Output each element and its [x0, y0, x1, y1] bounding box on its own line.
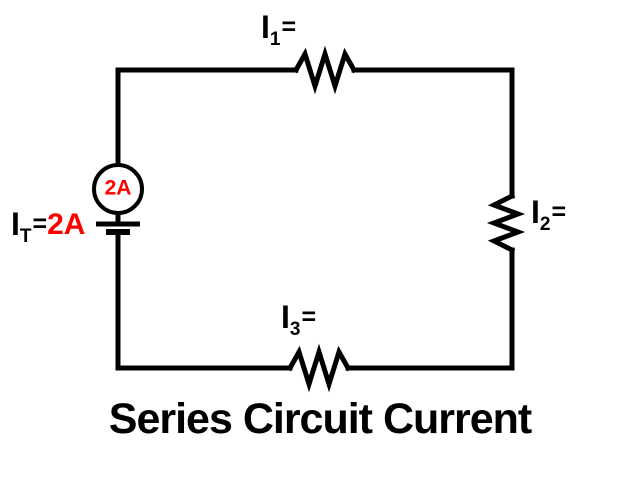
- label-i3-subscript: 3: [289, 319, 302, 340]
- label-it-subscript: T: [19, 226, 33, 247]
- label-i2-subscript: 2: [539, 214, 552, 235]
- circuit-wire-loop: [115, 67, 515, 371]
- page-title: Series Circuit Current: [108, 395, 532, 443]
- source-reading: 2A: [104, 176, 132, 200]
- label-i1: I1=: [261, 11, 296, 49]
- label-it-value: 2A: [47, 208, 86, 241]
- label-i3: I3=: [281, 301, 316, 339]
- label-i2: I2=: [531, 196, 566, 234]
- label-it-symbol: I: [11, 206, 20, 242]
- resistor-r2-icon: [486, 192, 526, 254]
- label-i1-equals: =: [281, 13, 297, 41]
- label-i1-subscript: 1: [269, 29, 282, 50]
- label-i2-equals: =: [551, 198, 567, 226]
- label-i3-symbol: I: [281, 299, 290, 335]
- label-it: IT=2A: [11, 208, 85, 246]
- resistor-r1-icon: [292, 45, 358, 95]
- current-source-icon: [92, 163, 144, 215]
- label-i3-equals: =: [301, 303, 317, 331]
- label-i2-symbol: I: [531, 194, 540, 230]
- label-i1-symbol: I: [261, 9, 270, 45]
- resistor-r3-icon: [286, 343, 352, 393]
- label-it-equals: =: [32, 210, 48, 238]
